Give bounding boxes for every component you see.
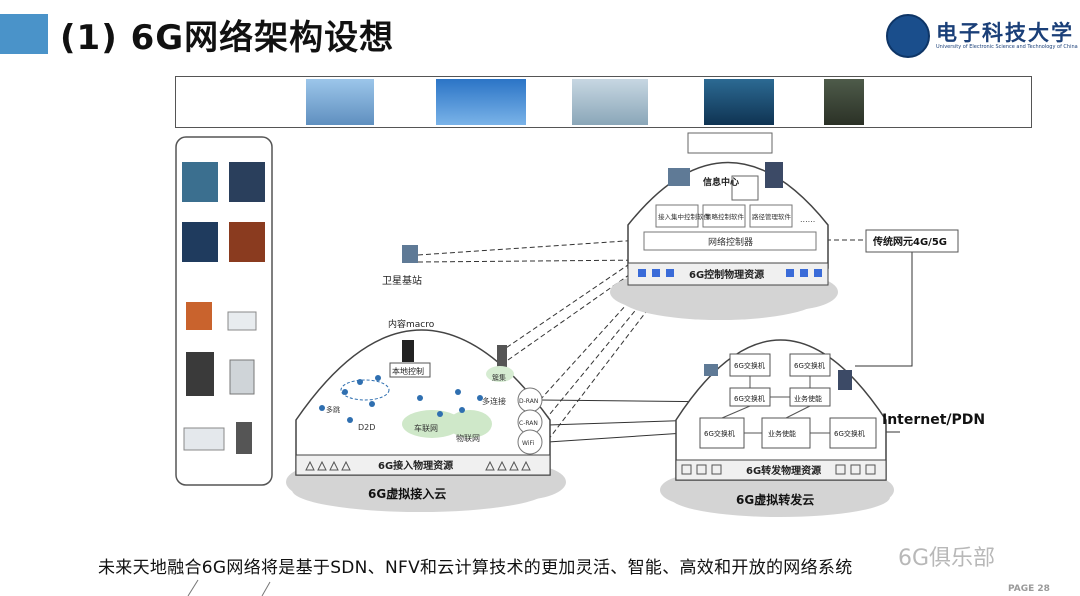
logo-name-en: University of Electronic Science and Tec… <box>936 44 1078 50</box>
control-resource-label: 6G控制物理资源 <box>689 268 764 281</box>
title-accent-bar <box>0 14 48 54</box>
v2x-label: 车联网 <box>414 423 438 433</box>
forward-service-enable: 业务使能 <box>768 429 796 438</box>
satellite-icon <box>668 168 690 186</box>
forward-top-switch-2: 6G交换机 <box>794 361 825 370</box>
access-cloud: 内容macro 本地控制 簇集 多跳 多连接 D2D 车联网 物联网 D-RAN… <box>286 318 566 512</box>
control-resource-bar <box>627 262 829 286</box>
access-resource-triangles <box>305 460 531 471</box>
multi-connect-label: 多连接 <box>482 396 506 406</box>
c-ran-label: C-RAN <box>519 420 538 427</box>
multi-hop-label: 多跳 <box>326 405 340 414</box>
network-controller-box <box>643 231 817 251</box>
person-photo <box>824 79 864 125</box>
forward-resource-label: 6G转发物理资源 <box>746 464 821 477</box>
page-title: (1) 6G网络架构设想 <box>60 18 395 58</box>
astronaut-icon <box>229 162 265 202</box>
iot-label: 物联网 <box>456 433 480 443</box>
car-icon <box>227 311 257 331</box>
building-icon <box>497 345 507 367</box>
university-seal-icon <box>886 14 930 58</box>
control-resource-squares <box>638 269 822 277</box>
university-logo: 电子科技大学 University of Electronic Science … <box>886 14 1078 58</box>
software-label-2: 策略控制软件 <box>705 212 745 221</box>
slide-caption: 未来天地融合6G网络将是基于SDN、NFV和云计算技术的更加灵活、智能、高效和开… <box>98 558 853 578</box>
phone-icon <box>236 422 252 454</box>
forward-top-switch-1: 6G交换机 <box>734 361 765 370</box>
airplane-wifi-photo <box>436 79 526 125</box>
cluster-label: 簇集 <box>492 373 506 382</box>
terminal-panel <box>175 136 273 486</box>
vr-headset-icon <box>229 359 255 395</box>
network-controller-label: 网络控制器 <box>708 236 753 248</box>
forward-cloud: 6G交换机 6G交换机 6G交换机 业务使能 6G交换机 业务使能 6G交换机 … <box>660 339 894 517</box>
spacecraft-icon <box>229 222 265 262</box>
rover-icon <box>182 222 218 262</box>
factory-icon <box>186 352 214 396</box>
access-cloud-label: 6G虚拟接入云 <box>368 486 446 501</box>
info-center-label: 信息中心 <box>703 176 739 188</box>
bottom-strokes <box>187 579 271 596</box>
legacy-network-label: 传统网元4G/5G <box>872 235 947 248</box>
house-icon <box>186 302 212 330</box>
telepresence-photo <box>572 79 648 125</box>
page-number: PAGE 28 <box>1008 584 1050 594</box>
forward-mid-switch: 6G交换机 <box>734 394 765 403</box>
forward-left-switch: 6G交换机 <box>704 429 735 438</box>
wifi-label: WiFi <box>522 440 534 447</box>
device-dots <box>319 375 483 423</box>
macro-tower-icon <box>402 340 414 362</box>
local-control-label: 本地控制 <box>392 366 424 376</box>
diver-icon <box>182 162 218 202</box>
macro-label: 内容macro <box>388 318 435 330</box>
control-cloud: 信息中心 ...... 网络控制器 6G控制物理资源 <box>610 132 838 320</box>
forward-right-switch: 6G交换机 <box>834 429 865 438</box>
control-ellipsis: ...... <box>800 215 815 224</box>
forward-resource-squares <box>681 464 876 475</box>
drone-icon <box>183 427 225 451</box>
satellite-base-label: 卫星基站 <box>382 274 422 287</box>
d2d-label: D2D <box>358 423 375 432</box>
forward-service-enable-top: 业务使能 <box>794 394 822 403</box>
forward-cloud-label: 6G虚拟转发云 <box>736 492 814 507</box>
d-ran-label: D-RAN <box>519 398 538 405</box>
server-icon <box>765 162 783 188</box>
forward-server-icon <box>838 370 852 390</box>
satellite-base-icon <box>402 245 418 263</box>
access-resource-label: 6G接入物理资源 <box>378 459 453 472</box>
legacy-network-box <box>865 229 959 253</box>
ocean-photo <box>704 79 774 125</box>
wechat-watermark: 6G俱乐部 <box>898 546 996 571</box>
wifi-icon <box>517 429 543 455</box>
forward-resource-bar <box>675 459 887 481</box>
logo-name-cn: 电子科技大学 <box>936 20 1074 45</box>
software-label-1: 接入集中控制软件 <box>658 212 711 221</box>
local-control-box <box>389 362 431 378</box>
software-label-3: 路径管理软件 <box>752 212 792 221</box>
forward-satellite-icon <box>704 364 718 376</box>
tower-photo <box>306 79 374 125</box>
internet-pdn-label: Internet/PDN <box>882 412 985 428</box>
scenario-photo-strip <box>175 76 1032 128</box>
